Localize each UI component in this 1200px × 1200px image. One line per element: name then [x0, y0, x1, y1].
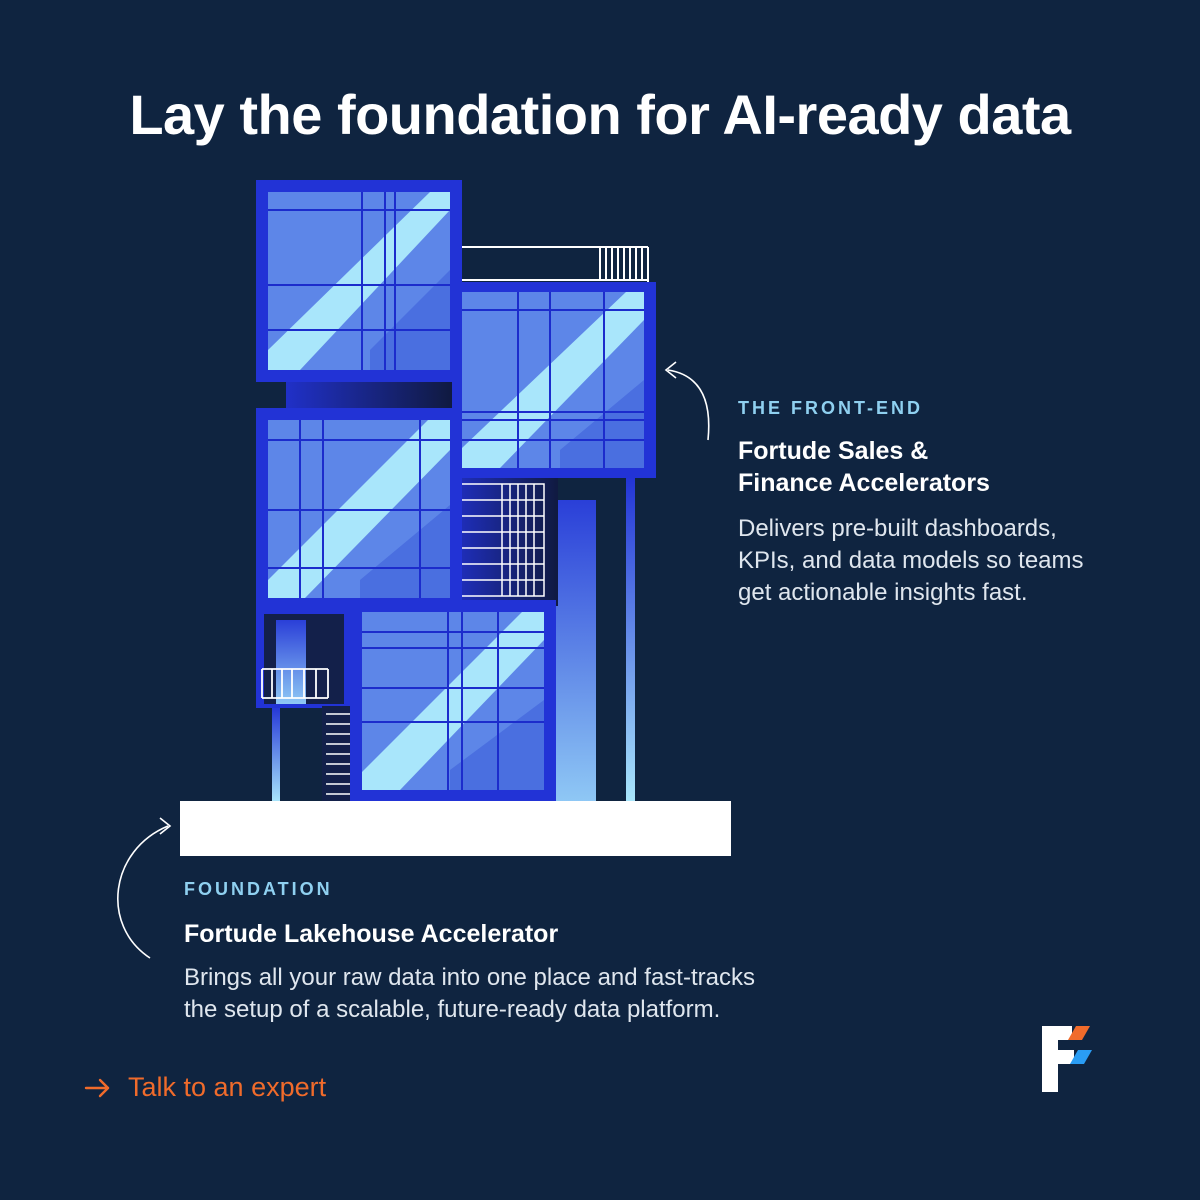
glass-box-middle-left [256, 408, 462, 610]
pointer-arrow-front-end [664, 361, 710, 441]
support-leg [272, 705, 280, 802]
front-end-description-line: KPIs, and data models so teams [738, 547, 1084, 574]
foundation-heading: Fortude Lakehouse Accelerator [184, 920, 559, 948]
front-end-heading-line: Finance Accelerators [738, 469, 990, 497]
front-end-callout: THE FRONT-END Fortude Sales & Finance Ac… [738, 398, 1158, 609]
balcony-left [256, 608, 352, 708]
front-end-heading-line: Fortude Sales & [738, 437, 929, 465]
talk-to-expert-link[interactable]: Talk to an expert [84, 1072, 326, 1103]
pointer-arrow-foundation [117, 817, 172, 959]
glass-box-top-left [256, 180, 462, 382]
side-panel [556, 500, 596, 802]
support-leg [626, 476, 635, 802]
foundation-description-line: the setup of a scalable, future-ready da… [184, 996, 721, 1023]
foundation-callout: FOUNDATION Fortude Lakehouse Accelerator… [184, 879, 884, 1026]
foundation-kicker: FOUNDATION [184, 879, 333, 899]
front-end-description-line: Delivers pre-built dashboards, [738, 515, 1057, 542]
stairway [322, 706, 354, 802]
front-end-description: Delivers pre-built dashboards, KPIs, and… [738, 513, 1158, 609]
foundation-description: Brings all your raw data into one place … [184, 962, 884, 1026]
fortude-logo [1042, 1026, 1092, 1092]
foundation-slab [180, 801, 731, 856]
front-end-description-line: get actionable insights fast. [738, 579, 1028, 606]
connector-slab [286, 380, 452, 412]
foundation-description-line: Brings all your raw data into one place … [184, 964, 755, 991]
rooftop-railing [462, 246, 649, 282]
core-grid [459, 483, 545, 597]
front-end-kicker: THE FRONT-END [738, 398, 923, 418]
front-end-heading: Fortude Sales & Finance Accelerators [738, 435, 1158, 499]
page-title: Lay the foundation for AI-ready data [129, 83, 1071, 146]
glass-box-upper-right [452, 282, 656, 478]
talk-to-expert-label: Talk to an expert [128, 1072, 327, 1102]
core-shaft [448, 476, 558, 606]
glass-box-bottom [350, 600, 556, 802]
arrow-right-icon [84, 1078, 110, 1097]
